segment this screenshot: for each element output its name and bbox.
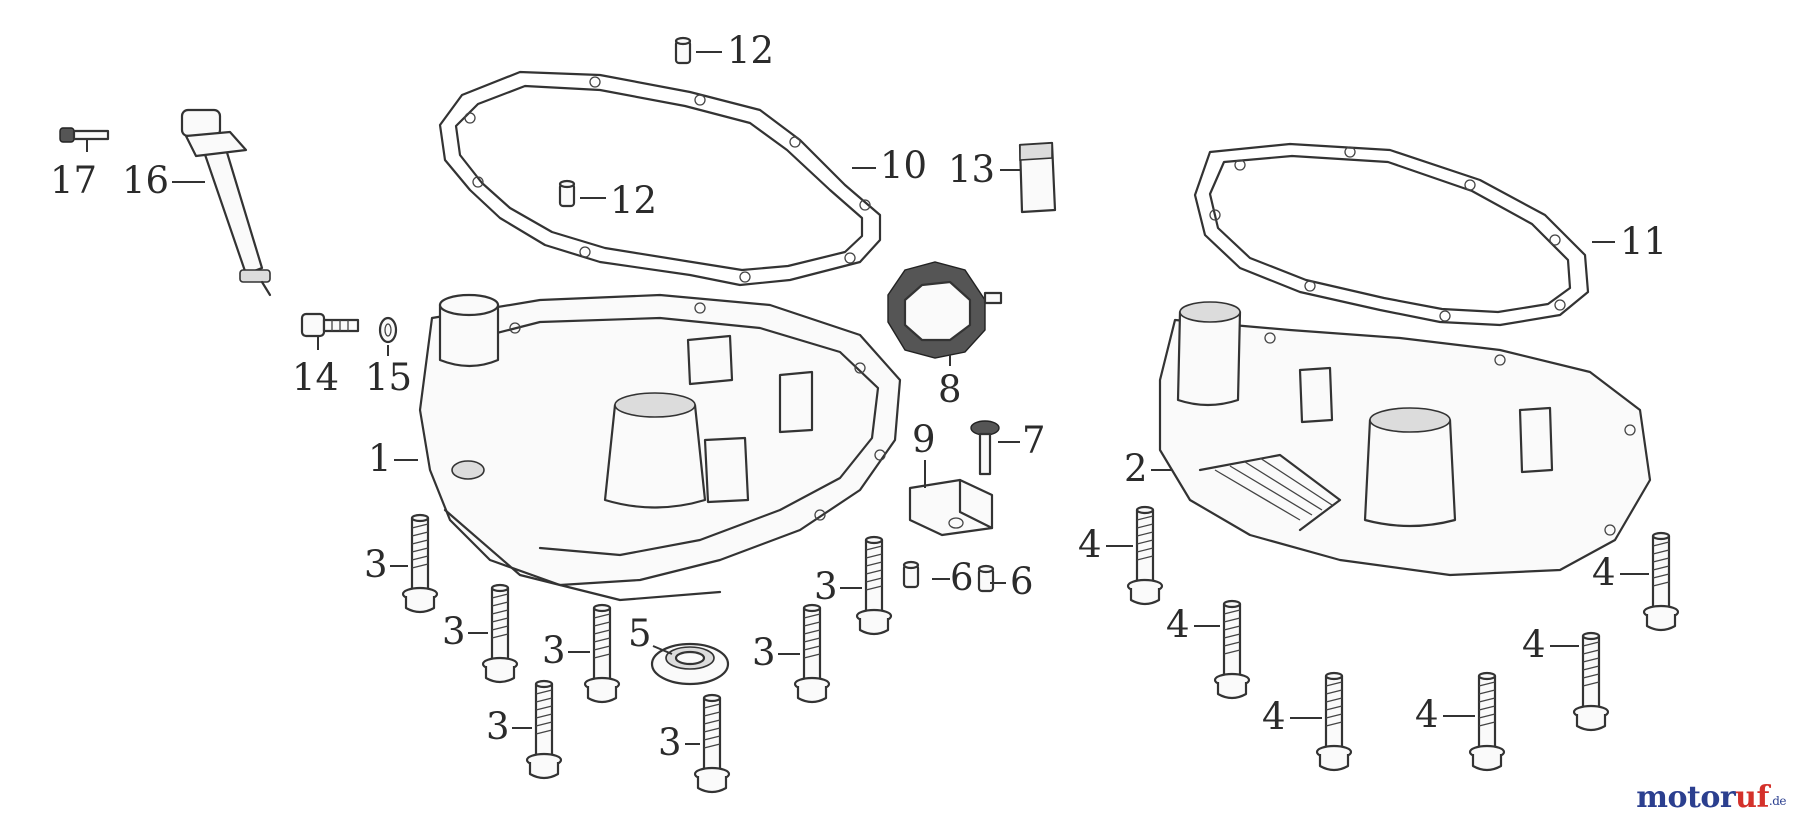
bolt-part-14 xyxy=(300,312,360,338)
callout-1: 1 xyxy=(368,437,392,480)
callout-4-d: 4 xyxy=(1415,693,1439,736)
oil-seal-part-5 xyxy=(650,642,730,686)
callout-11: 11 xyxy=(1620,220,1667,263)
callout-6-b: 6 xyxy=(1010,560,1034,603)
bolt-part-4-c xyxy=(1315,671,1353,772)
callout-3-d: 3 xyxy=(486,705,510,748)
callout-3-f: 3 xyxy=(752,631,776,674)
dowel-pin-part-12-top xyxy=(674,36,692,65)
callout-3-a: 3 xyxy=(364,543,388,586)
callout-3-c: 3 xyxy=(542,629,566,672)
callout-2: 2 xyxy=(1124,447,1148,490)
callout-16: 16 xyxy=(122,159,169,202)
watermark-logo: motoruf.de xyxy=(1636,780,1786,815)
bolt-part-3-e xyxy=(693,693,731,794)
gasket-part-10 xyxy=(438,70,882,287)
bolt-part-3-b xyxy=(481,583,519,684)
watermark-part-motor: motor xyxy=(1636,780,1736,815)
callout-8: 8 xyxy=(938,368,962,411)
callout-10: 10 xyxy=(880,144,927,187)
callout-4-e: 4 xyxy=(1522,623,1546,666)
bolt-part-3-d xyxy=(525,679,563,780)
crankcase-cover-part-2 xyxy=(1158,301,1652,577)
bolt-part-4-a xyxy=(1126,505,1164,606)
pin-part-6-a xyxy=(902,560,920,589)
callout-15: 15 xyxy=(365,356,412,399)
bolt-part-4-e xyxy=(1572,631,1610,732)
watermark-part-de: .de xyxy=(1768,794,1787,808)
callout-4-c: 4 xyxy=(1262,695,1286,738)
washer-part-15 xyxy=(378,316,398,344)
governor-gear-part-8 xyxy=(887,261,1003,359)
oil-filler-tube-part-16 xyxy=(180,108,272,297)
watermark-part-uf: uf xyxy=(1735,780,1769,815)
bolt-part-3-f xyxy=(793,603,831,704)
dowel-pin-part-12-mid xyxy=(558,179,576,208)
bolt-part-4-b xyxy=(1213,599,1251,700)
callout-labels: 12 12 10 13 11 17 16 14 15 8 7 9 1 2 6 6… xyxy=(50,29,1667,764)
callout-12-top: 12 xyxy=(727,29,774,72)
bolt-part-3-a xyxy=(401,513,439,614)
bolt-part-4-d xyxy=(1468,671,1506,772)
callout-14: 14 xyxy=(292,356,339,399)
bolt-part-4-f xyxy=(1642,531,1680,632)
callout-3-g: 3 xyxy=(814,565,838,608)
callout-3-e: 3 xyxy=(658,721,682,764)
callout-5: 5 xyxy=(628,612,652,655)
callout-4-b: 4 xyxy=(1166,603,1190,646)
bracket-part-9 xyxy=(908,478,994,537)
callout-4-f: 4 xyxy=(1592,551,1616,594)
callout-9: 9 xyxy=(912,418,936,461)
leader-lines xyxy=(86,51,1649,745)
insert-part-13 xyxy=(1018,141,1057,214)
bolt-part-3-c xyxy=(583,603,621,704)
bolt-part-17 xyxy=(59,127,110,143)
crankcase-cover-part-1 xyxy=(418,293,902,602)
callout-13: 13 xyxy=(948,148,995,191)
gasket-part-11 xyxy=(1193,142,1590,327)
pin-part-6-b xyxy=(977,564,995,593)
bolt-part-7 xyxy=(970,420,1000,476)
callout-12-mid: 12 xyxy=(610,179,657,222)
callout-7: 7 xyxy=(1022,419,1046,462)
callout-4-a: 4 xyxy=(1078,523,1102,566)
callout-6-a: 6 xyxy=(950,556,974,599)
callout-17: 17 xyxy=(50,159,97,202)
bolt-part-3-g xyxy=(855,535,893,636)
callout-3-b: 3 xyxy=(442,610,466,653)
